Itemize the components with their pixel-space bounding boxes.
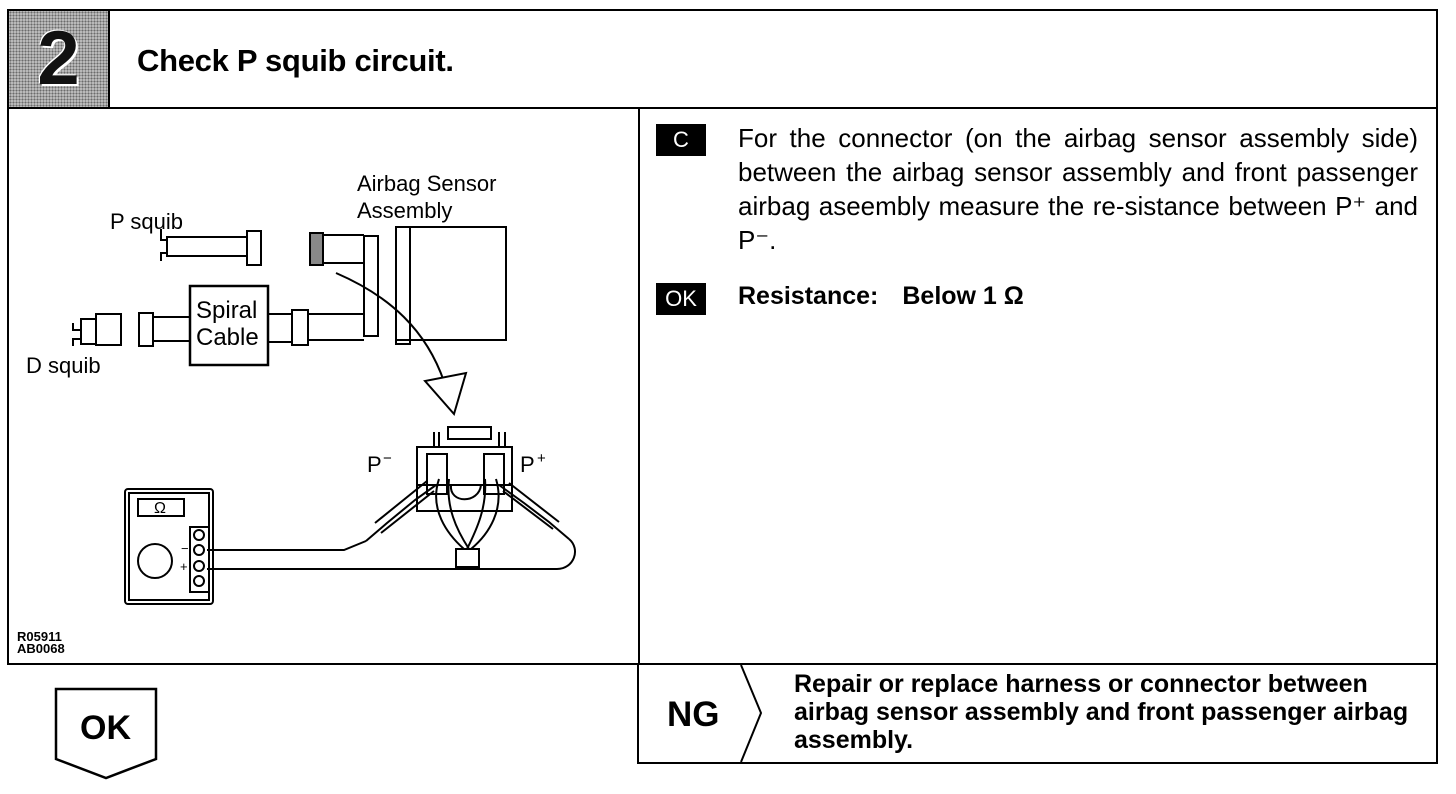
cable-label: Cable: [196, 324, 259, 351]
step-number-box: 2: [9, 11, 110, 107]
p-squib-connector: [160, 229, 262, 266]
d-squib-label: D squib: [26, 353, 101, 378]
airbag-sensor-label-line2: Assembly: [357, 198, 452, 223]
spiral-cable-box: [188, 284, 270, 367]
step-title: Check P squib circuit.: [137, 43, 454, 78]
wiring-diagram: P squib D squib Airbag Sensor Assembly S…: [9, 109, 638, 663]
ref-code: AB0068: [17, 641, 65, 656]
spiral-label: Spiral: [196, 297, 257, 324]
spec-value: Below 1 Ω: [902, 282, 1024, 310]
specification: Resistance: Below 1 Ω: [738, 282, 1024, 311]
ohm-symbol: Ω: [154, 500, 166, 517]
ref-code: R05911: [17, 629, 62, 644]
spiral-to-sensor-link: [268, 309, 364, 346]
ng-action-text: Repair or replace harness or connector b…: [794, 670, 1409, 754]
svg-text:−: −: [383, 450, 392, 467]
chevron-right-icon: [740, 665, 763, 762]
p-plus-label: P: [520, 452, 535, 477]
multimeter: [124, 488, 214, 605]
svg-text:+: +: [537, 450, 546, 467]
airbag-sensor-label-line1: Airbag Sensor: [357, 171, 496, 196]
sensor-connector: [309, 232, 379, 337]
test-probes: [365, 480, 570, 542]
column-divider: [638, 109, 640, 663]
step-number: 2: [37, 16, 80, 101]
meter-plus-label: +: [180, 559, 188, 574]
connector-closeup: [416, 426, 513, 568]
minus-lead: [207, 540, 367, 551]
instruction-tag: C: [656, 124, 706, 156]
spec-ok-tag: OK: [656, 283, 706, 315]
step-header: 2 Check P squib circuit.: [7, 9, 1438, 109]
ok-label: OK: [80, 709, 131, 747]
plus-lead: [207, 538, 576, 570]
spec-label: Resistance:: [738, 282, 879, 310]
instruction-text: For the connector (on the airbag sensor …: [738, 123, 1418, 255]
p-squib-label: P squib: [110, 209, 183, 234]
airbag-sensor-assembly: [395, 226, 507, 341]
ng-label: NG: [667, 695, 720, 734]
meter-minus-label: −: [181, 541, 189, 556]
ok-arrow-shape[interactable]: [54, 687, 160, 781]
p-minus-label: P: [367, 452, 382, 477]
d-squib-connector: [72, 312, 190, 347]
step-body: P squib D squib Airbag Sensor Assembly S…: [7, 107, 1438, 665]
ng-result-box[interactable]: NG Repair or replace harness or connecto…: [637, 663, 1438, 764]
diagram-svg: P squib D squib Airbag Sensor Assembly S…: [26, 171, 576, 605]
